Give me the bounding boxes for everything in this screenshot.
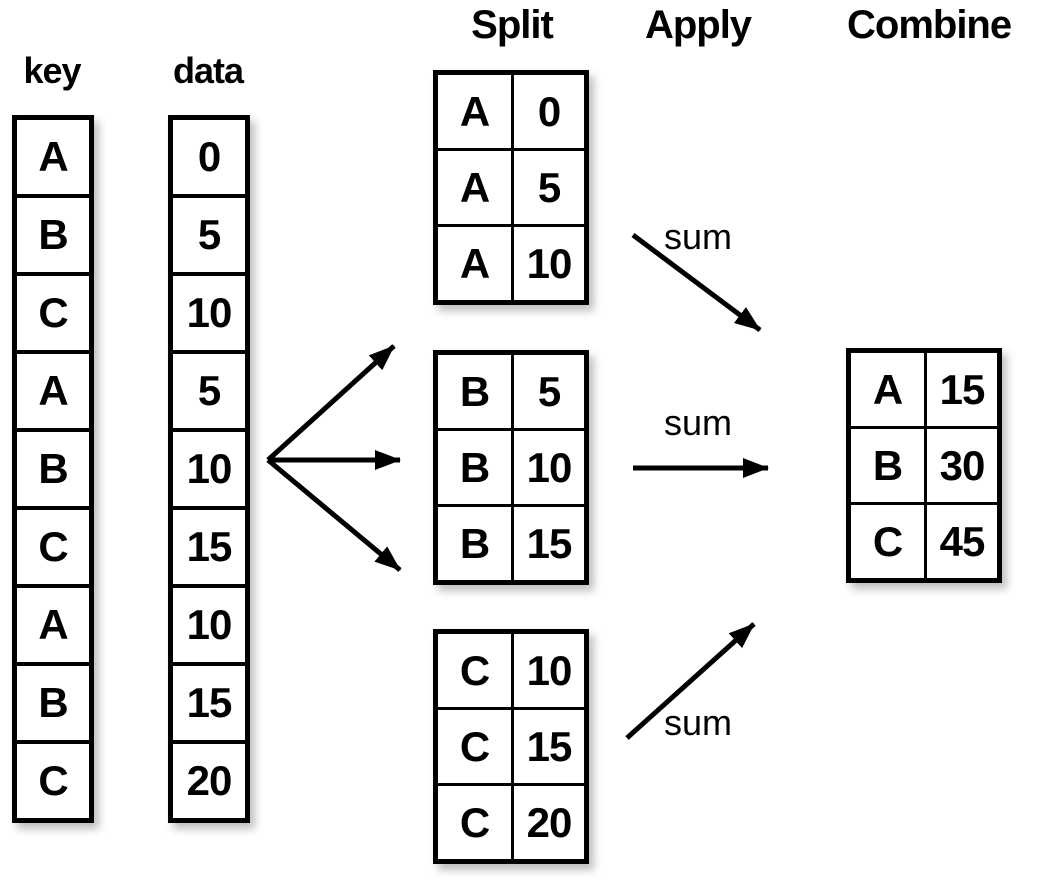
split-value-cell: 15 <box>511 707 584 783</box>
key-cell: A <box>17 584 89 662</box>
data-cell: 10 <box>173 428 245 506</box>
combine-value-cell: 45 <box>924 502 997 578</box>
data-cell: 0 <box>197 133 221 180</box>
key-cell: B <box>17 428 89 506</box>
split-table-group-a: A 0 A 5 A 10 <box>433 70 589 305</box>
data-column-header: data <box>172 50 244 91</box>
sum-label-group-b: sum <box>663 402 732 443</box>
apply-stage-header: Apply <box>644 3 752 47</box>
combine-value-cell: 30 <box>924 426 997 502</box>
sum-label-group-c: sum <box>663 702 732 743</box>
combine-stage-header: Combine <box>847 3 1012 47</box>
data-column: 0 5 10 5 10 15 10 15 20 <box>168 115 250 823</box>
key-cell: B <box>17 662 89 740</box>
split-key-cell: A <box>459 87 490 135</box>
combine-value-cell: 15 <box>924 353 997 426</box>
data-cell: 10 <box>173 272 245 350</box>
split-value-cell: 10 <box>511 634 584 707</box>
split-key-cell: C <box>459 646 490 694</box>
key-cell: A <box>17 350 89 428</box>
split-key-cell: C <box>438 783 511 859</box>
split-arrow-to-group-c <box>266 458 402 572</box>
split-key-cell: B <box>438 428 511 504</box>
data-cell: 20 <box>173 740 245 818</box>
data-cell: 15 <box>173 662 245 740</box>
key-column: A B C A B C A B C <box>12 115 94 823</box>
split-key-cell: B <box>438 504 511 580</box>
key-cell: B <box>17 194 89 272</box>
data-cell: 10 <box>173 584 245 662</box>
combine-table: A 15 B 30 C 45 <box>846 348 1002 583</box>
split-key-cell: C <box>438 707 511 783</box>
split-value-cell: 5 <box>511 355 584 428</box>
key-cell: C <box>17 740 89 818</box>
split-key-cell: A <box>438 148 511 224</box>
split-arrow-to-group-a <box>266 344 396 462</box>
key-column-header: key <box>23 50 81 91</box>
split-value-cell: 15 <box>511 504 584 580</box>
combine-key-cell: A <box>872 365 903 413</box>
sum-label-group-a: sum <box>663 216 732 257</box>
split-table-group-c: C 10 C 15 C 20 <box>433 629 589 864</box>
key-cell: C <box>17 506 89 584</box>
split-value-cell: 10 <box>511 428 584 504</box>
split-table-group-b: B 5 B 10 B 15 <box>433 350 589 585</box>
split-value-cell: 20 <box>511 783 584 859</box>
key-cell: C <box>17 272 89 350</box>
split-value-cell: 0 <box>511 75 584 148</box>
data-cell: 5 <box>173 350 245 428</box>
split-stage-header: Split <box>471 3 554 47</box>
split-key-cell: B <box>459 367 490 415</box>
split-value-cell: 10 <box>511 224 584 300</box>
combine-key-cell: B <box>851 426 924 502</box>
key-cell: A <box>38 133 68 180</box>
data-cell: 5 <box>173 194 245 272</box>
split-value-cell: 5 <box>511 148 584 224</box>
split-key-cell: A <box>438 224 511 300</box>
data-cell: 15 <box>173 506 245 584</box>
combine-key-cell: C <box>851 502 924 578</box>
